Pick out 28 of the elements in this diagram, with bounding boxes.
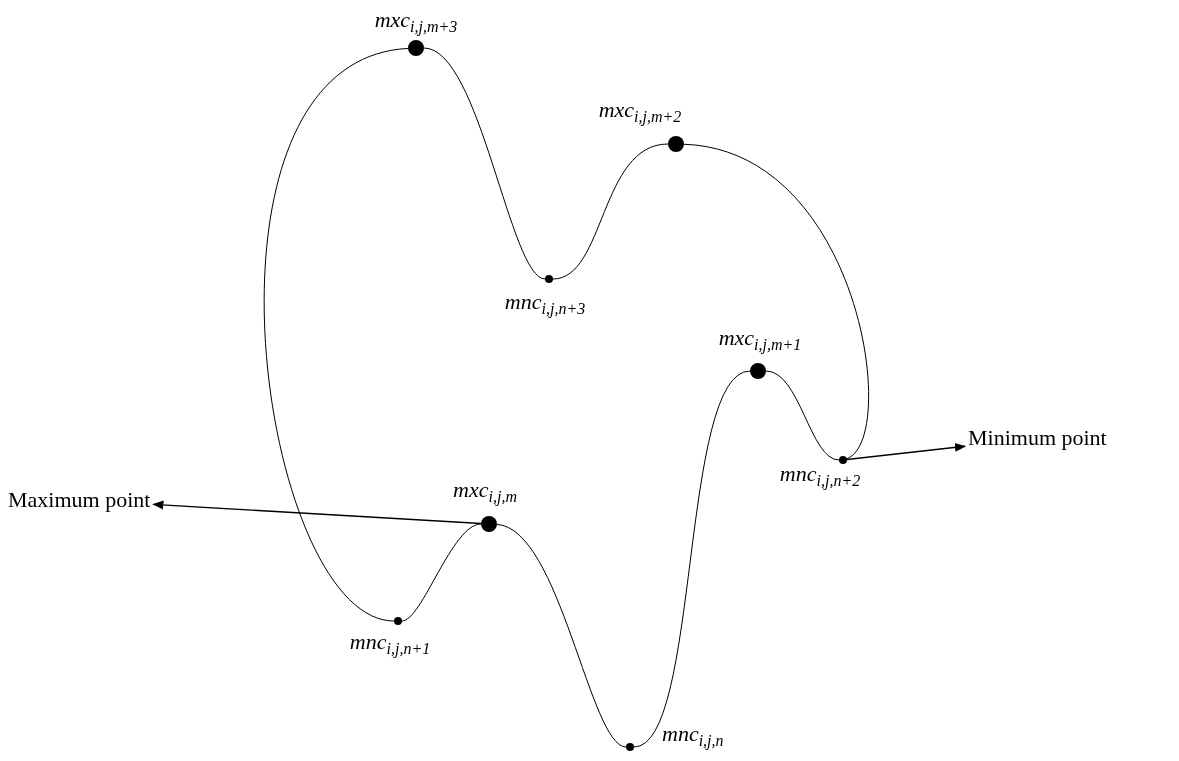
point-marker [626,743,634,751]
point-marker [408,40,424,56]
point-marker [545,275,553,283]
point-marker [668,136,684,152]
text-label: Maximum point [8,488,151,513]
curve-segment [552,143,669,280]
text-label: Minimum point [968,426,1107,451]
point-label: mxc$_{i,j,m}$ [453,478,517,506]
curve-segment [423,47,546,280]
point-label: mxc$_{i,j,m+2}$ [598,98,682,126]
arrow [152,500,482,525]
curve-segment [765,370,840,461]
curve-segment [683,143,870,460]
curve-segment [401,523,482,622]
curve-segment [633,370,751,748]
point-label: mnc$_{i,j,n+1}$ [349,630,431,658]
point-marker [481,516,497,532]
point-marker [750,363,766,379]
point-label: mnc$_{i,j,n+2}$ [779,462,861,490]
point-label: mnc$_{i,j,n}$ [662,722,724,750]
curve-segment [264,47,409,622]
point-label: mnc$_{i,j,n+3}$ [504,290,586,318]
arrow [846,442,967,461]
point-marker [394,617,402,625]
curve-segment [496,523,627,748]
point-label: mxc$_{i,j,m+3}$ [374,8,458,36]
point-marker [839,456,847,464]
point-label: mxc$_{i,j,m+1}$ [718,326,802,354]
